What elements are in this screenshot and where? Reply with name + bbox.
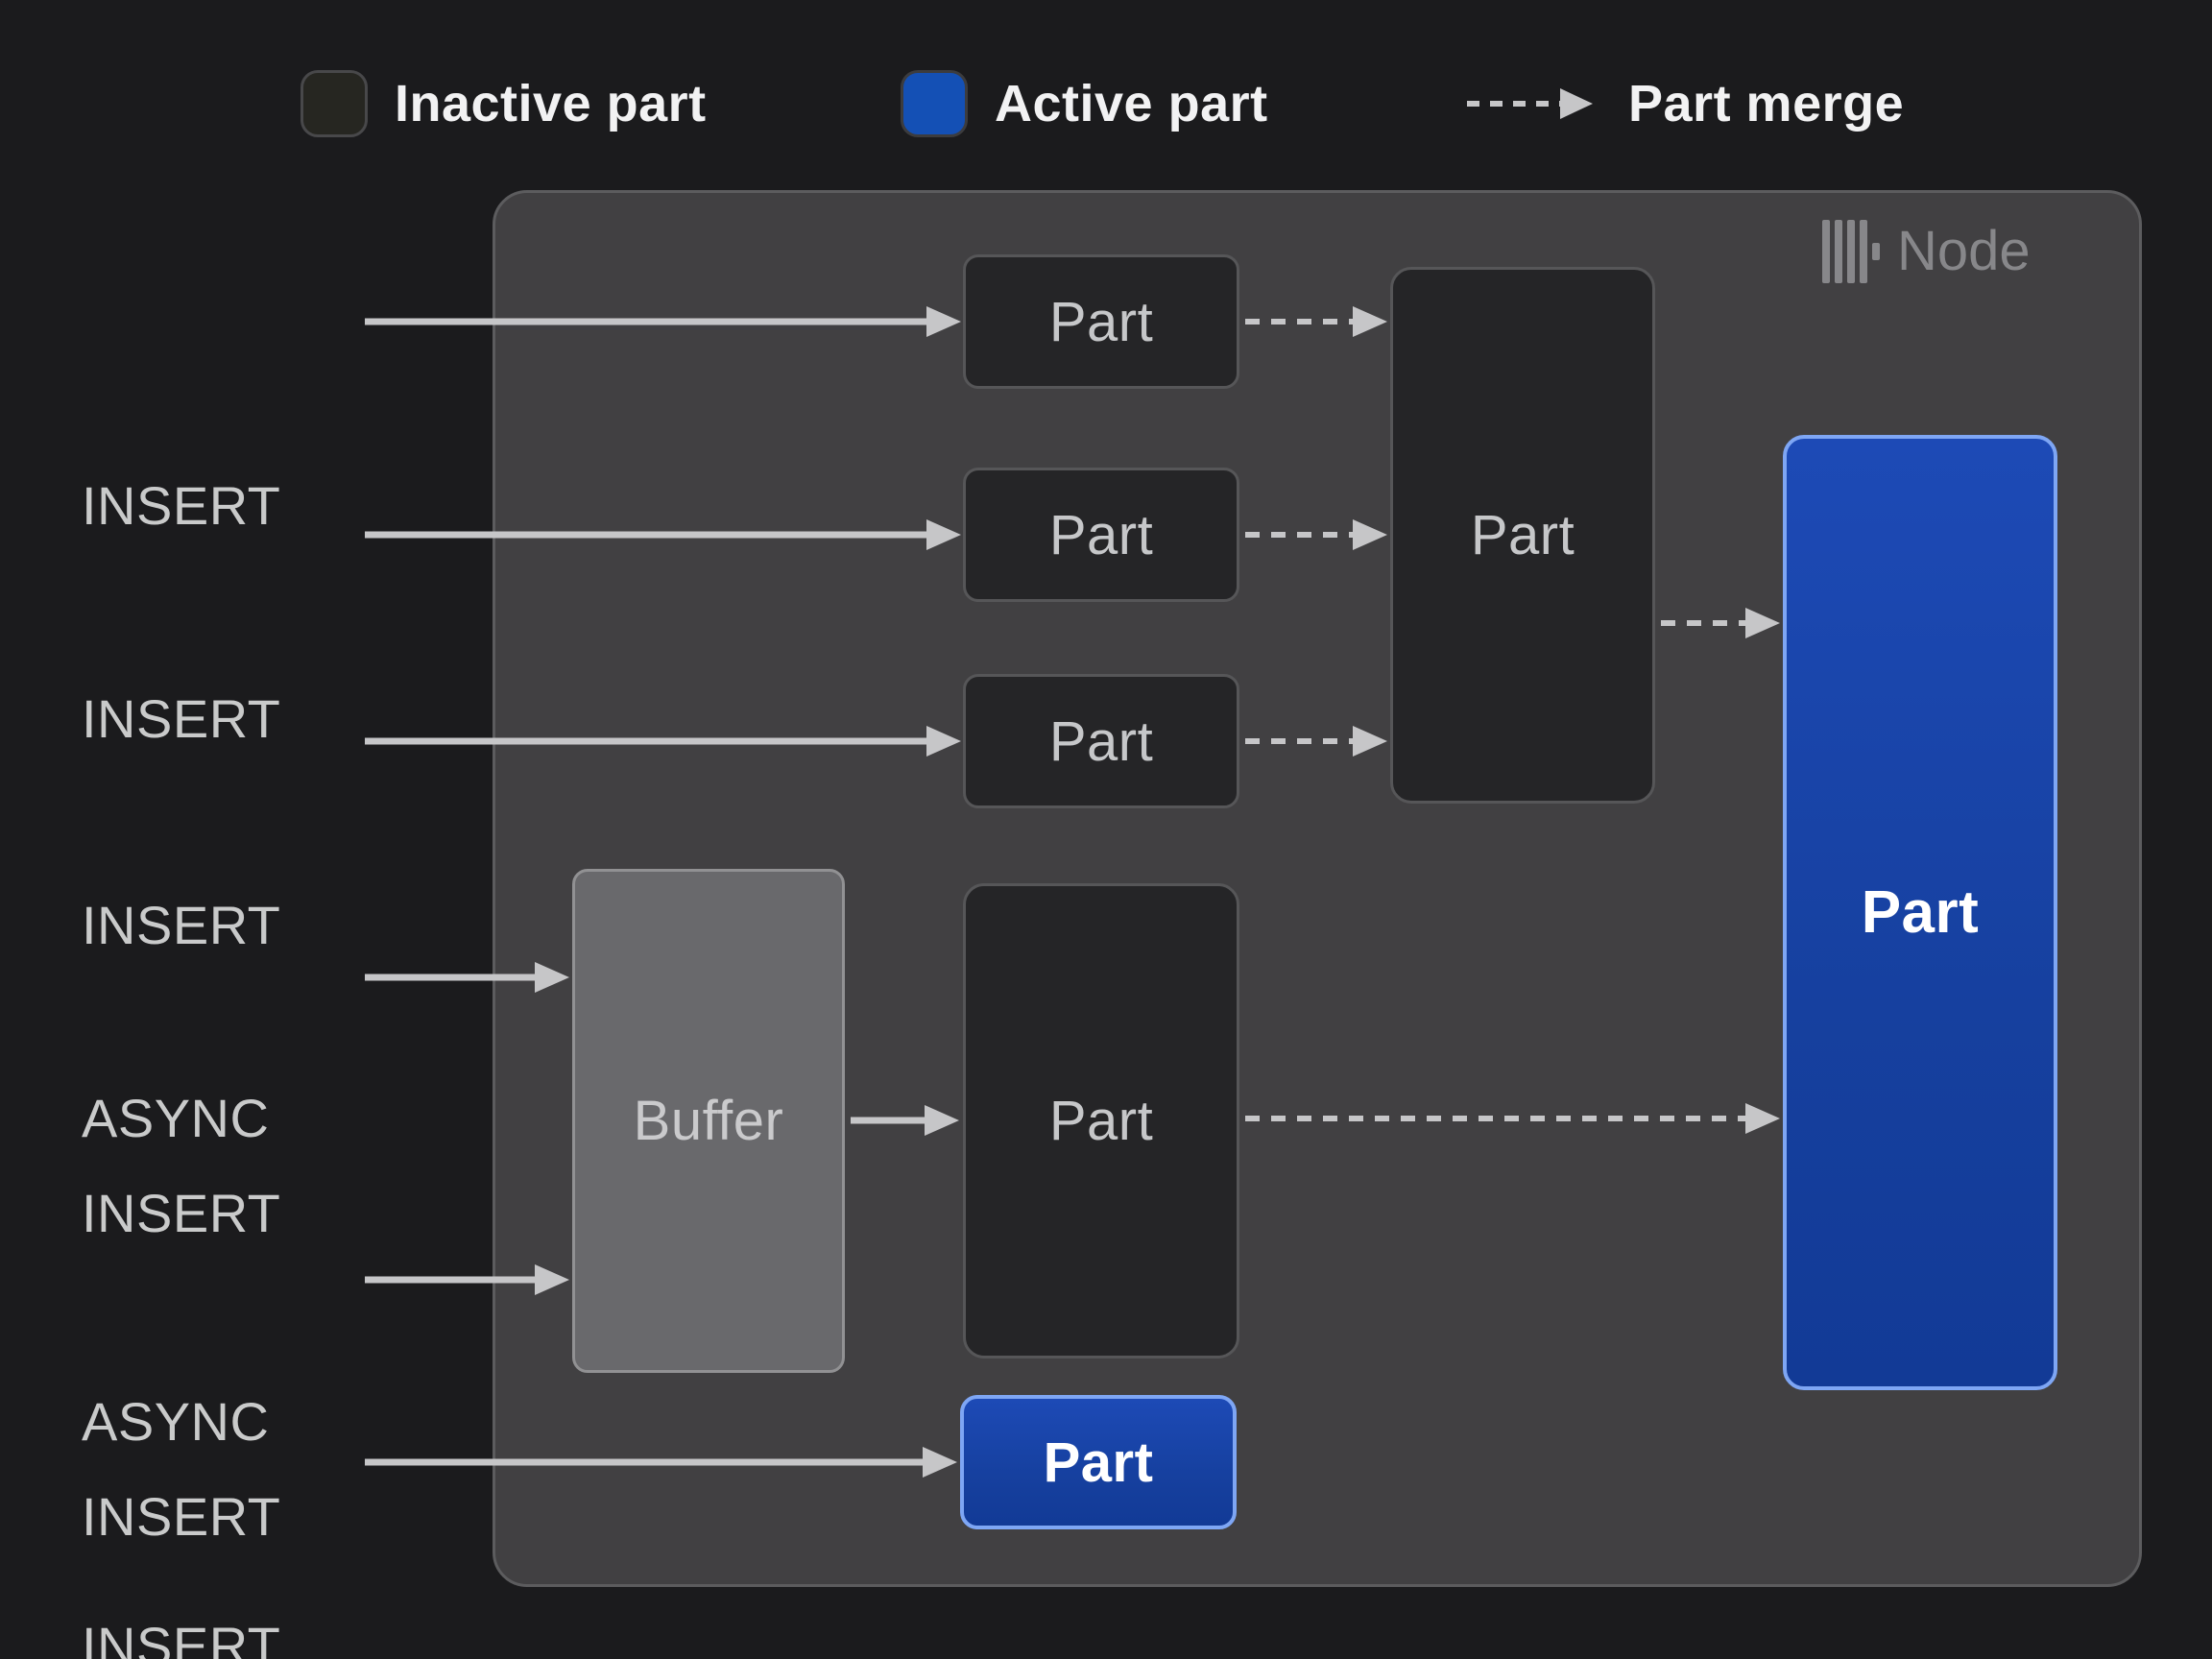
node-title: Node bbox=[1897, 220, 2031, 282]
input-label-insert-1: INSERT bbox=[82, 475, 281, 536]
part-label: Part bbox=[1048, 290, 1154, 353]
input-label-insert-3: INSERT bbox=[82, 895, 281, 955]
inactive-part-box-1: Part bbox=[963, 254, 1239, 389]
merged-part-box: Part bbox=[1390, 267, 1655, 804]
part-label: Part bbox=[1048, 1090, 1154, 1152]
part-merge-arrow-icon bbox=[1467, 88, 1593, 119]
inactive-part-box-3: Part bbox=[963, 674, 1239, 808]
legend-inactive-label: Inactive part bbox=[395, 75, 707, 132]
active-part-swatch-icon bbox=[901, 70, 968, 137]
bottom-active-part-box: Part bbox=[960, 1395, 1237, 1529]
part-label: Part bbox=[1048, 709, 1154, 773]
part-label: Part bbox=[1048, 503, 1154, 566]
inactive-part-swatch-icon bbox=[301, 70, 368, 137]
buffered-part-box: Part bbox=[963, 883, 1239, 1358]
part-label: Part bbox=[1470, 504, 1575, 566]
buffer-box: Buffer bbox=[572, 869, 845, 1373]
buffer-label: Buffer bbox=[633, 1090, 784, 1152]
legend-active-part: Active part bbox=[901, 70, 1268, 137]
clickhouse-bars-icon bbox=[1822, 219, 1880, 283]
legend-active-label: Active part bbox=[995, 75, 1268, 132]
input-label-insert-4: INSERT bbox=[82, 1616, 281, 1659]
part-label: Part bbox=[1043, 1431, 1154, 1494]
input-label-insert-2: INSERT bbox=[82, 688, 281, 749]
legend-part-merge: Part merge bbox=[1463, 70, 1904, 137]
node-header: Node bbox=[1822, 219, 2031, 283]
inactive-part-box-2: Part bbox=[963, 468, 1239, 602]
legend-inactive-part: Inactive part bbox=[301, 70, 707, 137]
legend-merge-label: Part merge bbox=[1628, 75, 1905, 132]
part-label: Part bbox=[1861, 879, 1980, 946]
active-part-box: Part bbox=[1783, 435, 2057, 1390]
